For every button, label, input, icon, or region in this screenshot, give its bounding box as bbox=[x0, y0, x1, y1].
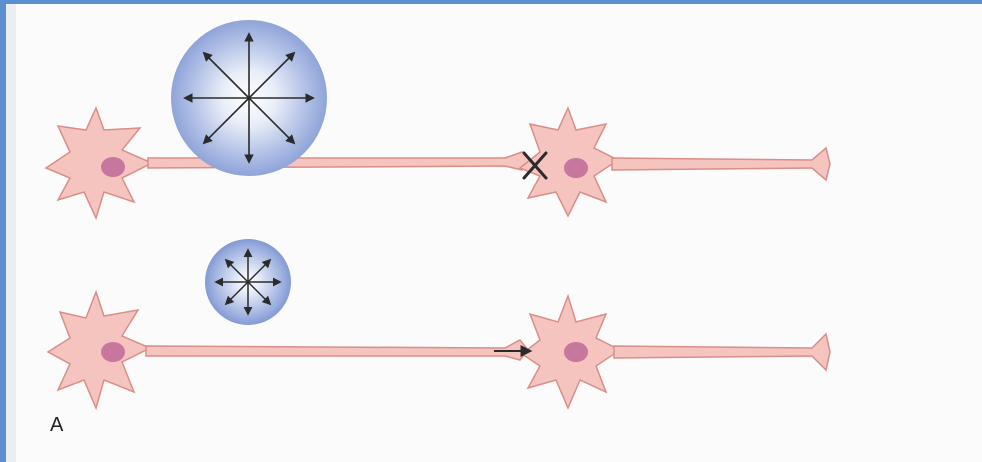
bottom-left-neuron bbox=[48, 292, 528, 408]
bottom-right-nucleus bbox=[564, 342, 588, 362]
top-right-axon bbox=[612, 148, 830, 180]
top-left-nucleus bbox=[101, 157, 125, 177]
top-right-nucleus bbox=[564, 158, 588, 178]
large-diffusion-sphere bbox=[171, 20, 327, 176]
bottom-left-axon bbox=[146, 340, 528, 360]
bottom-right-neuron bbox=[522, 296, 830, 408]
top-left-neuron-soma bbox=[46, 108, 152, 218]
bottom-right-axon bbox=[614, 334, 830, 370]
top-right-neuron bbox=[520, 108, 830, 216]
panel-label: A bbox=[50, 414, 63, 437]
bottom-left-nucleus bbox=[101, 342, 125, 362]
small-diffusion-sphere bbox=[205, 239, 291, 325]
bottom-left-neuron-soma bbox=[48, 292, 150, 408]
